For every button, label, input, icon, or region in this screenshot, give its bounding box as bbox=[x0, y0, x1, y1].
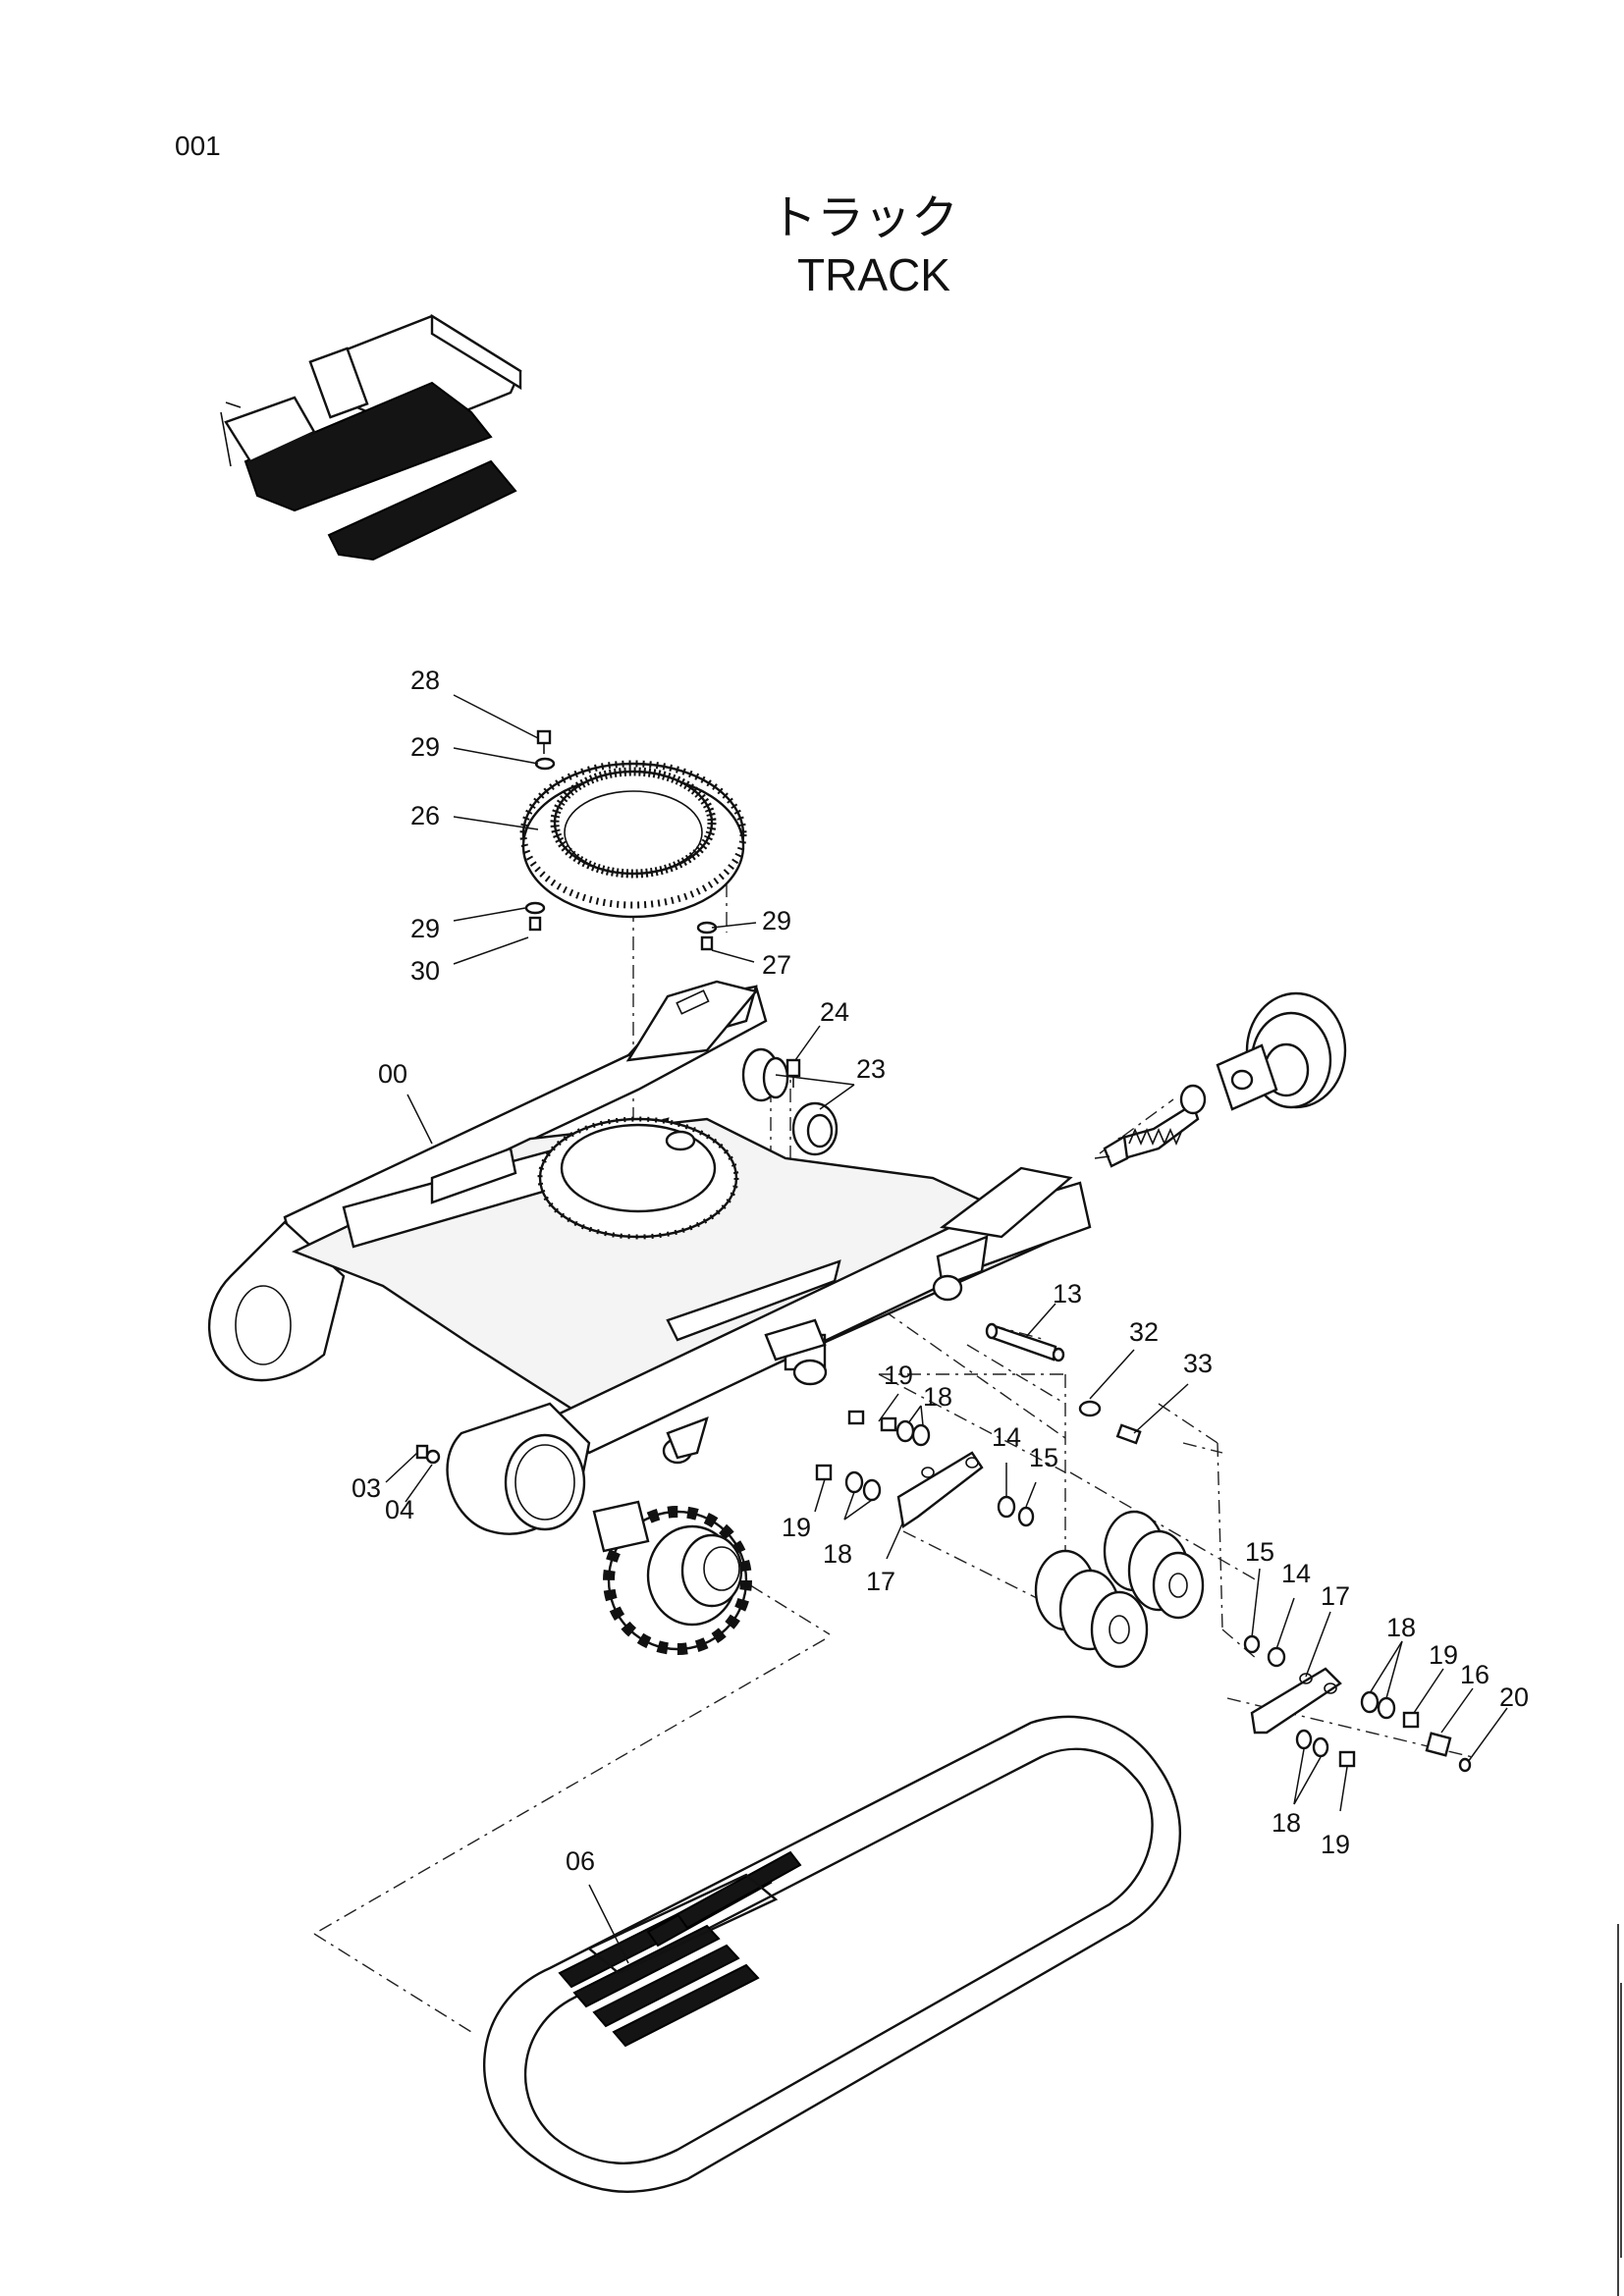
part-label: 14 bbox=[1281, 1559, 1311, 1588]
title-japanese: トラック bbox=[770, 192, 958, 244]
part-label: 18 bbox=[823, 1539, 852, 1569]
part-label: 03 bbox=[352, 1473, 381, 1503]
part-label: 19 bbox=[1321, 1830, 1350, 1859]
page-number: 001 bbox=[175, 131, 221, 161]
part-label: 27 bbox=[762, 950, 791, 980]
leader-lines bbox=[385, 694, 1508, 1964]
sprocket-motor bbox=[592, 1500, 752, 1655]
part-label: 17 bbox=[866, 1567, 895, 1596]
part-label: 14 bbox=[992, 1422, 1021, 1452]
title-english: TRACK bbox=[797, 249, 950, 300]
part-label: 19 bbox=[782, 1513, 811, 1542]
part-label: 26 bbox=[410, 801, 440, 830]
track-frame bbox=[207, 980, 1092, 1535]
part-label: 33 bbox=[1183, 1349, 1213, 1378]
part-label: 23 bbox=[856, 1054, 886, 1084]
part-label: 29 bbox=[410, 914, 440, 943]
part-label: 28 bbox=[410, 666, 440, 695]
assembly-lines bbox=[313, 883, 1474, 2033]
pin-parts bbox=[985, 1322, 1142, 1445]
part-label: 04 bbox=[385, 1495, 414, 1524]
part-label: 00 bbox=[378, 1059, 407, 1089]
part-label: 32 bbox=[1129, 1317, 1159, 1347]
part-label: 15 bbox=[1245, 1537, 1274, 1567]
idler-assembly bbox=[1094, 991, 1347, 1168]
part-label: 18 bbox=[1272, 1808, 1301, 1838]
part-label: 18 bbox=[1386, 1613, 1416, 1642]
track-rollers bbox=[1034, 1510, 1205, 1669]
machine-thumbnail bbox=[220, 313, 522, 561]
ring-fasteners bbox=[524, 729, 718, 951]
swing-bearing bbox=[519, 760, 747, 919]
part-label: 16 bbox=[1460, 1660, 1489, 1689]
part-label: 19 bbox=[1429, 1640, 1458, 1670]
guard-plates bbox=[896, 1451, 1342, 1735]
part-label: 13 bbox=[1053, 1279, 1082, 1308]
part-labels: 28 29 26 29 30 29 27 24 23 00 13 32 33 1… bbox=[352, 666, 1529, 1876]
part-label: 24 bbox=[820, 997, 849, 1027]
part-label: 15 bbox=[1029, 1443, 1058, 1472]
part-label: 29 bbox=[410, 732, 440, 762]
scan-edge-marks bbox=[1617, 1924, 1622, 2296]
carrier-rollers bbox=[741, 1047, 839, 1156]
part-label: 06 bbox=[566, 1846, 595, 1876]
part-label: 30 bbox=[410, 956, 440, 986]
rubber-track bbox=[483, 1715, 1182, 2193]
part-label: 18 bbox=[923, 1382, 952, 1412]
part-label: 20 bbox=[1499, 1682, 1529, 1712]
part-label: 17 bbox=[1321, 1581, 1350, 1611]
part-label: 19 bbox=[884, 1361, 913, 1390]
part-label: 29 bbox=[762, 906, 791, 935]
